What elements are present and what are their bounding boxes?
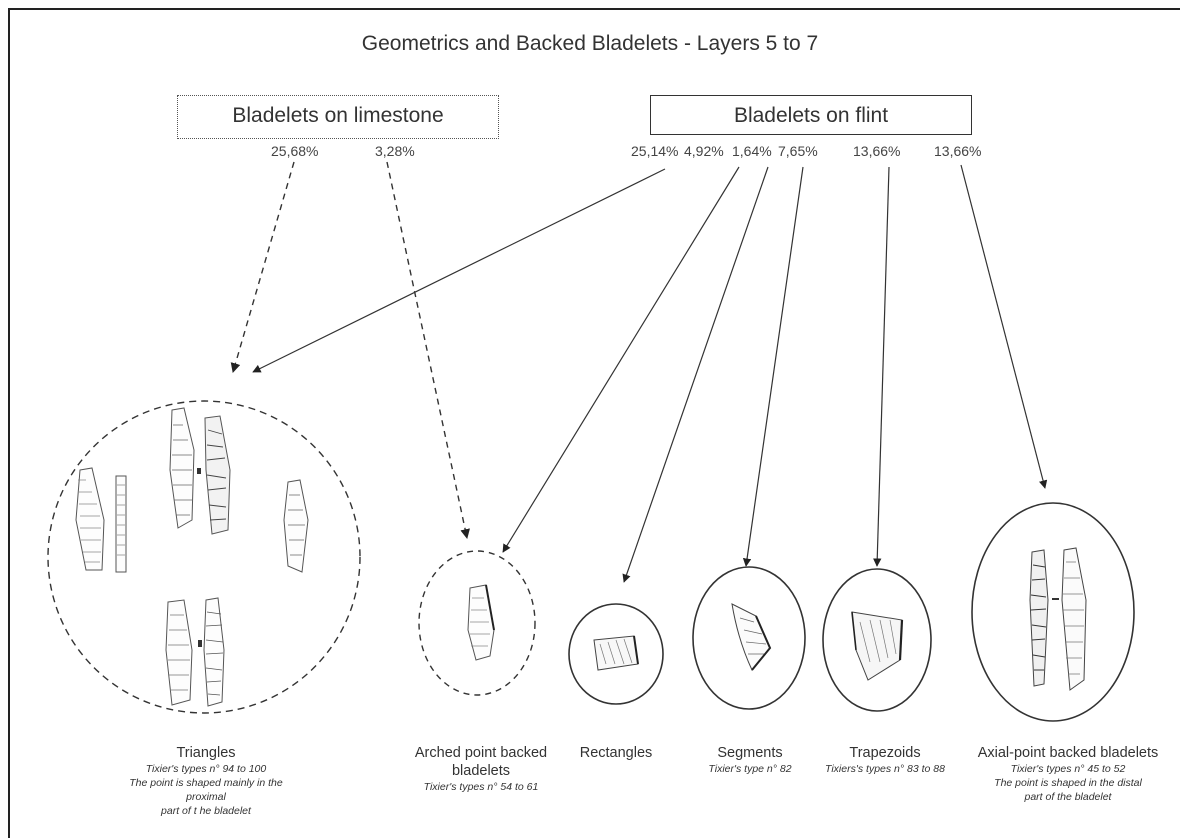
trapezoids-ellipse: [822, 568, 932, 712]
flint-group-box: Bladelets on flint: [650, 95, 972, 135]
triangles-circle: [47, 400, 361, 714]
caption-trapezoids-line1: Tixiers's types n° 83 to 88: [825, 763, 945, 775]
flint-pct-triangles: 25,14%: [631, 143, 679, 159]
arrow-flint-rectangles: [622, 166, 769, 583]
caption-rectangles: Rectangles: [570, 744, 662, 762]
flint-pct-axial: 13,66%: [934, 143, 982, 159]
caption-rectangles-name: Rectangles: [579, 745, 653, 761]
caption-triangles-line2: The point is shaped mainly in the proxim…: [129, 777, 283, 803]
caption-arched-point: Arched point backed bladelets Tixier's t…: [408, 744, 554, 794]
triangles-artifacts: [75, 407, 309, 707]
limestone-pct-triangles: 25,68%: [271, 143, 319, 159]
caption-segments-name: Segments: [717, 745, 783, 761]
caption-triangles-line3: part of t he bladelet: [161, 805, 251, 817]
arrow-flint-segments: [742, 166, 804, 567]
caption-triangles: Triangles Tixier's types n° 94 to 100 Th…: [114, 744, 298, 818]
caption-trapezoids-name: Trapezoids: [849, 745, 921, 761]
axial-point-artifacts: [1029, 547, 1087, 691]
segments-ellipse: [692, 566, 806, 710]
caption-axial-point-line1: Tixier's types n° 45 to 52: [1010, 763, 1126, 775]
arched-point-artifact: [467, 584, 495, 661]
rectangles-ellipse: [568, 603, 664, 705]
caption-triangles-line1: Tixier's types n° 94 to 100: [145, 763, 267, 775]
caption-axial-point-line3: part of the bladelet: [1024, 791, 1112, 803]
rectangle-artifact: [593, 635, 639, 671]
arrow-flint-trapezoids: [873, 166, 890, 567]
figure-frame: [8, 8, 1180, 838]
caption-axial-point-line2: The point is shaped in the distal: [994, 777, 1142, 789]
flint-pct-arched: 4,92%: [684, 143, 724, 159]
arched-point-ellipse: [418, 550, 536, 696]
limestone-group-box: Bladelets on limestone: [177, 95, 499, 139]
flint-pct-trapezoids: 13,66%: [853, 143, 901, 159]
arrow-flint-arched: [502, 166, 740, 553]
caption-arched-point-name: Arched point backed bladelets: [414, 745, 548, 779]
caption-axial-point: Axial-point backed bladelets Tixier's ty…: [962, 744, 1174, 804]
arrow-limestone-arched: [386, 161, 470, 539]
trapezoid-artifact: [851, 611, 904, 681]
limestone-pct-arched: 3,28%: [375, 143, 415, 159]
arrow-flint-axial: [960, 164, 1048, 489]
caption-axial-point-name: Axial-point backed bladelets: [977, 745, 1159, 761]
axial-point-ellipse: [971, 502, 1135, 722]
caption-segments-line1: Tixier's type n° 82: [708, 763, 792, 775]
arrow-flint-triangles: [252, 168, 666, 373]
figure-title: Geometrics and Backed Bladelets - Layers…: [361, 32, 819, 55]
segment-artifact: [731, 603, 772, 671]
flint-pct-segments: 7,65%: [778, 143, 818, 159]
caption-segments: Segments Tixier's type n° 82: [690, 744, 810, 776]
caption-triangles-name: Triangles: [176, 745, 236, 761]
caption-arched-point-line1: Tixier's types n° 54 to 61: [423, 781, 539, 793]
caption-trapezoids: Trapezoids Tixiers's types n° 83 to 88: [812, 744, 958, 776]
arrow-limestone-triangles: [230, 161, 295, 373]
flint-pct-rectangles: 1,64%: [732, 143, 772, 159]
